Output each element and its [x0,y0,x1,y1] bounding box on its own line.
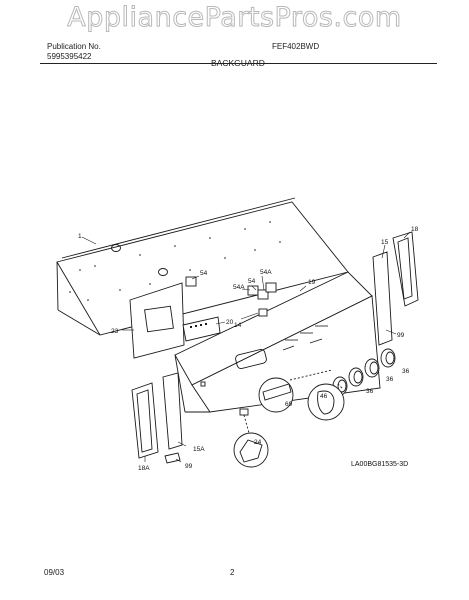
callout-24: 24 [254,439,262,446]
callout-18: 18 [411,226,419,233]
timer-bracket [129,282,221,359]
section-title: BACKGUARD [211,58,265,68]
callout-15a: 15A [193,446,205,453]
callout-19: 19 [308,279,316,286]
callout-20: 20 [226,319,234,326]
callout-69: 69 [285,401,293,408]
clip [164,452,181,464]
callout-54a-right: 54A [260,269,272,276]
callout-15: 15 [381,239,389,246]
callout-1: 1 [78,233,82,240]
knob-detail-views [258,369,345,421]
callout-99-right: 99 [397,332,405,339]
callout-36-c: 36 [366,388,374,395]
callout-54-left: 54 [200,270,208,277]
footer-date: 09/03 [44,568,65,577]
callout-14: 14 [234,322,242,329]
header-rule [40,63,437,64]
publication-number: 5995395422 [47,52,92,61]
callout-36-a: 36 [402,368,410,375]
callout-54-right: 54 [248,278,256,285]
diagram-code: LA00BG81535-3D [351,461,408,468]
switches [185,276,277,317]
callout-54a-left: 54A [233,284,245,291]
callout-99-bottom: 99 [185,463,193,470]
site-watermark: AppliancePartsPros.com [67,2,402,34]
callout-23: 23 [111,328,119,335]
footer-page-number: 2 [230,568,235,577]
model-number: FEF402BWD [272,42,320,51]
harness-detail-view [233,408,269,468]
end-caps [131,231,419,459]
callout-18a: 18A [138,465,150,472]
publication-label: Publication No. [47,42,101,51]
callout-36-b: 36 [386,376,394,383]
leader-lines [81,231,411,463]
callout-46: 46 [320,393,328,400]
